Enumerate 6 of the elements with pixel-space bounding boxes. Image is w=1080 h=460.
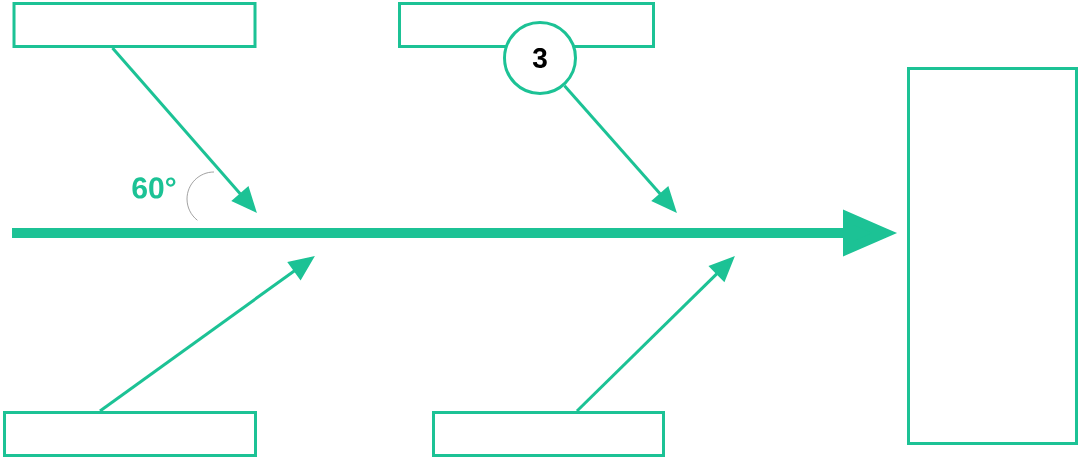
category-box (12, 2, 257, 48)
category-box (3, 411, 257, 457)
head-box (907, 67, 1078, 445)
category-box (432, 411, 665, 457)
callout-number: 3 (503, 21, 577, 95)
angle-label: 60° (132, 177, 176, 199)
